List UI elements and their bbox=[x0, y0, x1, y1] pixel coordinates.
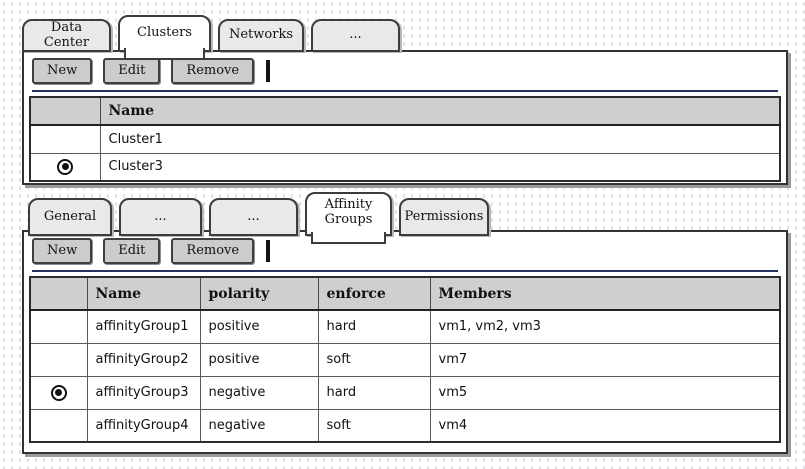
affinity-groups-panel: New Edit Remove Name polarity enforce Me… bbox=[22, 230, 788, 454]
affinity-name-cell: affinityGroup3 bbox=[86, 375, 201, 410]
affinity-members-cell: vm4 bbox=[429, 408, 781, 443]
tab-general[interactable]: General bbox=[28, 198, 112, 236]
toolbar-separator bbox=[32, 270, 778, 272]
tab-networks[interactable]: Networks bbox=[218, 19, 304, 52]
affinity-name-cell: affinityGroup1 bbox=[86, 309, 201, 344]
table-row[interactable]: Cluster1 bbox=[29, 124, 781, 154]
affinity-polarity-header[interactable]: polarity bbox=[199, 276, 319, 311]
affinity-name-cell: affinityGroup4 bbox=[86, 408, 201, 443]
affinity-enforce-header[interactable]: enforce bbox=[317, 276, 431, 311]
tab-more-1[interactable]: ... bbox=[119, 198, 202, 236]
table-row[interactable]: affinityGroup1 positive hard vm1, vm2, v… bbox=[29, 309, 781, 344]
cluster-name-cell: Cluster1 bbox=[99, 124, 781, 154]
table-row[interactable]: affinityGroup2 positive soft vm7 bbox=[29, 342, 781, 377]
affinity-polarity-cell: positive bbox=[199, 309, 319, 344]
affinity-enforce-cell: hard bbox=[317, 375, 431, 410]
affinity-polarity-cell: negative bbox=[199, 375, 319, 410]
main-tab-bar: Data Center Clusters Networks ... bbox=[22, 15, 400, 60]
affinity-polarity-cell: negative bbox=[199, 408, 319, 443]
affinity-selector-header bbox=[29, 276, 88, 311]
tab-more[interactable]: ... bbox=[311, 19, 400, 52]
clusters-selector-header bbox=[29, 96, 101, 126]
affinity-remove-button[interactable]: Remove bbox=[171, 238, 255, 264]
affinity-name-header[interactable]: Name bbox=[86, 276, 201, 311]
clusters-table-header-row: Name bbox=[29, 96, 781, 126]
tab-data-center[interactable]: Data Center bbox=[22, 19, 111, 52]
affinity-polarity-cell: positive bbox=[199, 342, 319, 377]
radio-selected-icon[interactable] bbox=[57, 158, 74, 175]
row-selector-cell[interactable] bbox=[29, 124, 101, 154]
toolbar-separator bbox=[32, 90, 778, 92]
detail-tab-bar: General ... ... Affinity Groups Permissi… bbox=[28, 192, 489, 244]
tab-permissions[interactable]: Permissions bbox=[399, 198, 489, 236]
text-cursor bbox=[266, 60, 271, 82]
table-row[interactable]: affinityGroup3 negative hard vm5 bbox=[29, 375, 781, 410]
row-selector-cell[interactable] bbox=[29, 152, 101, 182]
row-selector-cell[interactable] bbox=[29, 309, 88, 344]
cluster-name-cell: Cluster3 bbox=[99, 152, 781, 182]
affinity-enforce-cell: soft bbox=[317, 408, 431, 443]
affinity-table-header-row: Name polarity enforce Members bbox=[29, 276, 781, 311]
affinity-members-cell: vm5 bbox=[429, 375, 781, 410]
clusters-name-header[interactable]: Name bbox=[99, 96, 781, 126]
tab-more-2[interactable]: ... bbox=[209, 198, 298, 236]
row-selector-cell[interactable] bbox=[29, 342, 88, 377]
affinity-toolbar: New Edit Remove bbox=[24, 232, 786, 269]
row-selector-cell[interactable] bbox=[29, 408, 88, 443]
affinity-enforce-cell: hard bbox=[317, 309, 431, 344]
affinity-new-button[interactable]: New bbox=[32, 238, 93, 264]
clusters-table: Name Cluster1 Cluster3 bbox=[29, 96, 781, 182]
radio-selected-icon[interactable] bbox=[50, 384, 67, 401]
affinity-groups-table: Name polarity enforce Members affinityGr… bbox=[29, 276, 781, 443]
affinity-enforce-cell: soft bbox=[317, 342, 431, 377]
table-row[interactable]: Cluster3 bbox=[29, 152, 781, 182]
tab-affinity-groups[interactable]: Affinity Groups bbox=[305, 192, 392, 244]
text-cursor bbox=[266, 240, 271, 262]
affinity-members-cell: vm7 bbox=[429, 342, 781, 377]
table-row[interactable]: affinityGroup4 negative soft vm4 bbox=[29, 408, 781, 443]
row-selector-cell[interactable] bbox=[29, 375, 88, 410]
affinity-members-cell: vm1, vm2, vm3 bbox=[429, 309, 781, 344]
clusters-panel: New Edit Remove Name Cluster1 Cluster bbox=[22, 50, 788, 185]
clusters-remove-button[interactable]: Remove bbox=[171, 58, 255, 84]
clusters-new-button[interactable]: New bbox=[32, 58, 93, 84]
clusters-edit-button[interactable]: Edit bbox=[103, 58, 161, 84]
affinity-edit-button[interactable]: Edit bbox=[103, 238, 161, 264]
tab-clusters[interactable]: Clusters bbox=[118, 15, 211, 60]
affinity-members-header[interactable]: Members bbox=[429, 276, 781, 311]
affinity-name-cell: affinityGroup2 bbox=[86, 342, 201, 377]
clusters-toolbar: New Edit Remove bbox=[24, 52, 786, 89]
